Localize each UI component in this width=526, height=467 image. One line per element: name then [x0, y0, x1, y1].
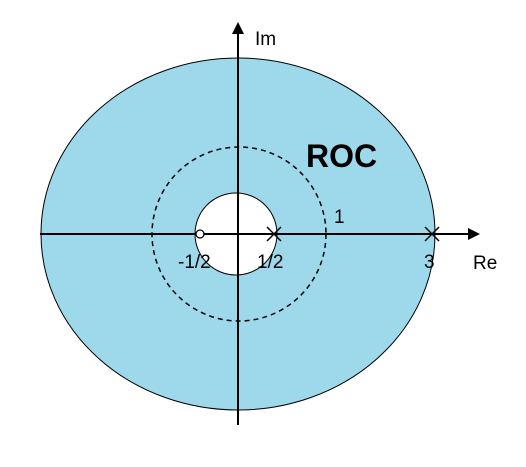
roc-label: ROC [306, 138, 377, 174]
pole-label: 1/2 [257, 252, 283, 273]
zero-marker [195, 229, 205, 239]
unit-circle-label: 1 [334, 207, 345, 228]
zero-label: -1/2 [178, 252, 211, 273]
pole-label: 3 [424, 252, 435, 273]
pole-marker [424, 226, 440, 242]
pole-marker [266, 226, 282, 242]
imag-axis-label: Im [255, 29, 276, 50]
real-axis-label: Re [473, 253, 497, 274]
